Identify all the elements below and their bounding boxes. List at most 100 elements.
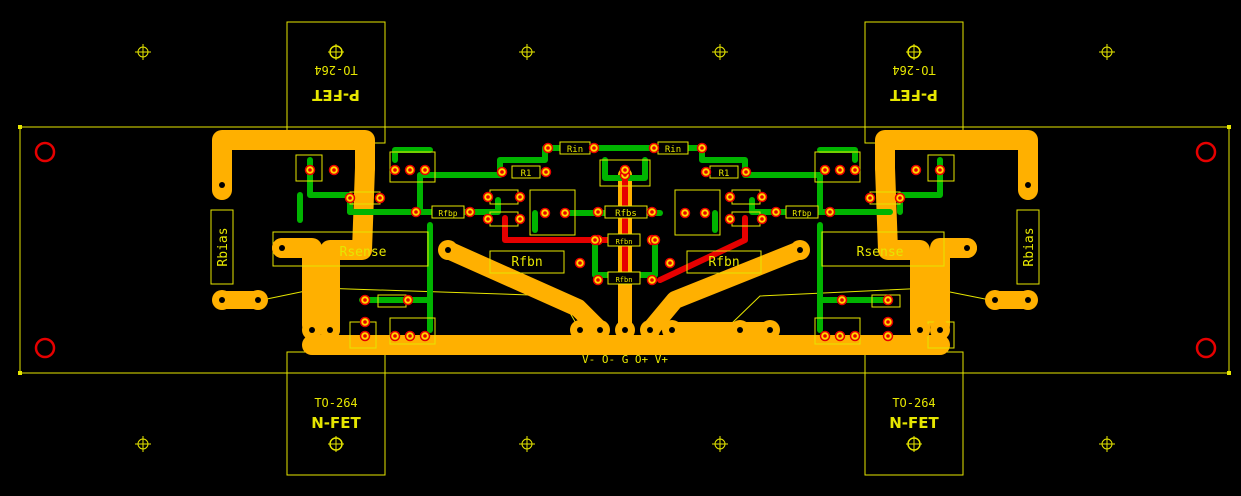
pad-drill xyxy=(406,298,410,302)
pad-drill xyxy=(219,182,225,188)
rsense-right-label: Rsense xyxy=(857,245,904,260)
rfbp-left-label: Rfbp xyxy=(438,209,457,218)
pad-drill xyxy=(668,261,672,265)
pad-drill xyxy=(652,146,656,150)
pad-drill xyxy=(255,297,261,303)
pad-drill xyxy=(518,217,522,221)
pad-drill xyxy=(327,327,333,333)
pfet-right-label: P-FET xyxy=(889,86,937,104)
pkg-left-bottom-label: TO-264 xyxy=(314,396,357,410)
rin-left-label: Rin xyxy=(567,145,583,155)
r1-left-label: R1 xyxy=(521,169,532,179)
crosshair-marker xyxy=(712,44,728,60)
pad-drill xyxy=(838,168,842,172)
pad-drill xyxy=(992,297,998,303)
rfbn-small-2-label: Rfbn xyxy=(616,276,633,284)
crosshair-marker xyxy=(519,44,535,60)
pad-drill xyxy=(669,327,675,333)
crosshair-marker xyxy=(712,436,728,452)
pad-drill xyxy=(468,210,472,214)
pad-drill xyxy=(938,168,942,172)
pad-drill xyxy=(700,146,704,150)
power-pads xyxy=(212,175,1038,340)
pad-drill xyxy=(838,334,842,338)
rin-right-label: Rin xyxy=(665,145,681,155)
crosshair-marker xyxy=(1099,436,1115,452)
pad-drill xyxy=(728,195,732,199)
crosshair-marker xyxy=(135,44,151,60)
fet-tab-pads xyxy=(328,44,922,452)
pad-drill xyxy=(486,217,490,221)
pad-drill xyxy=(423,334,427,338)
pad-drill xyxy=(1025,297,1031,303)
pfet-left-label: P-FET xyxy=(311,86,359,104)
pad-drill xyxy=(797,247,803,253)
pad-drill xyxy=(898,196,902,200)
alignment-crosshairs xyxy=(135,44,1115,452)
pad-drill xyxy=(500,170,504,174)
pad-drill xyxy=(683,211,687,215)
pad-drill xyxy=(408,168,412,172)
pad-drill xyxy=(219,297,225,303)
rfbn-right-label: Rfbn xyxy=(708,255,739,270)
rfbs-label: Rfbs xyxy=(615,209,637,219)
pad-drill xyxy=(886,334,890,338)
power-pins-label: V- O- G O+ V+ xyxy=(582,353,668,366)
nfet-right-label: N-FET xyxy=(889,414,939,432)
pad-drill xyxy=(767,327,773,333)
pad-drill xyxy=(760,195,764,199)
rbias-right-label: Rbias xyxy=(1022,227,1037,266)
pad-drill xyxy=(647,327,653,333)
crosshair-marker xyxy=(1099,44,1115,60)
pad-drill xyxy=(886,320,890,324)
pad-drill xyxy=(544,170,548,174)
pad-drill xyxy=(828,210,832,214)
pad-drill xyxy=(518,195,522,199)
pad-drill xyxy=(596,210,600,214)
pad-drill xyxy=(578,261,582,265)
crosshair-marker xyxy=(519,436,535,452)
pad-drill xyxy=(937,327,943,333)
pkg-left-top-label: TO-264 xyxy=(314,63,357,77)
crosshair-marker xyxy=(135,436,151,452)
pad-drill xyxy=(623,168,627,172)
pad-drill xyxy=(486,195,490,199)
pad-drill xyxy=(704,170,708,174)
rbias-left-label: Rbias xyxy=(216,227,231,266)
pad-drill xyxy=(378,196,382,200)
pad-drill xyxy=(592,146,596,150)
rfbn-left-label: Rfbn xyxy=(511,255,542,270)
pad-drill xyxy=(597,327,603,333)
pad-drill xyxy=(363,320,367,324)
pfet-left-outline xyxy=(286,21,386,144)
pad-drill xyxy=(348,196,352,200)
nfet-left-label: N-FET xyxy=(311,414,361,432)
pad-drill xyxy=(737,327,743,333)
pad-drill xyxy=(774,210,778,214)
pad-drill xyxy=(593,238,597,242)
pad-drill xyxy=(823,168,827,172)
pad-drill xyxy=(917,327,923,333)
board-corner-markers xyxy=(18,125,1231,375)
pad-drill xyxy=(279,245,285,251)
pad-drill xyxy=(546,146,550,150)
rsense-left-label: Rsense xyxy=(340,245,387,260)
pad-drill xyxy=(964,245,970,251)
pad-drill xyxy=(596,278,600,282)
pad-drill xyxy=(744,170,748,174)
pad-drill xyxy=(393,334,397,338)
pad-drill xyxy=(423,168,427,172)
pkg-right-top-label: TO-264 xyxy=(892,63,935,77)
pad-drill xyxy=(363,334,367,338)
pad-drill xyxy=(309,327,315,333)
pad-drill xyxy=(760,217,764,221)
pad-drill xyxy=(728,217,732,221)
rfbn-small-1-label: Rfbn xyxy=(616,238,633,246)
pad-drill xyxy=(1025,182,1031,188)
through-hole-pads xyxy=(304,142,946,342)
pad-drill xyxy=(703,211,707,215)
pad-drill xyxy=(914,168,918,172)
pad-drill xyxy=(577,327,583,333)
pad-drill xyxy=(650,278,654,282)
